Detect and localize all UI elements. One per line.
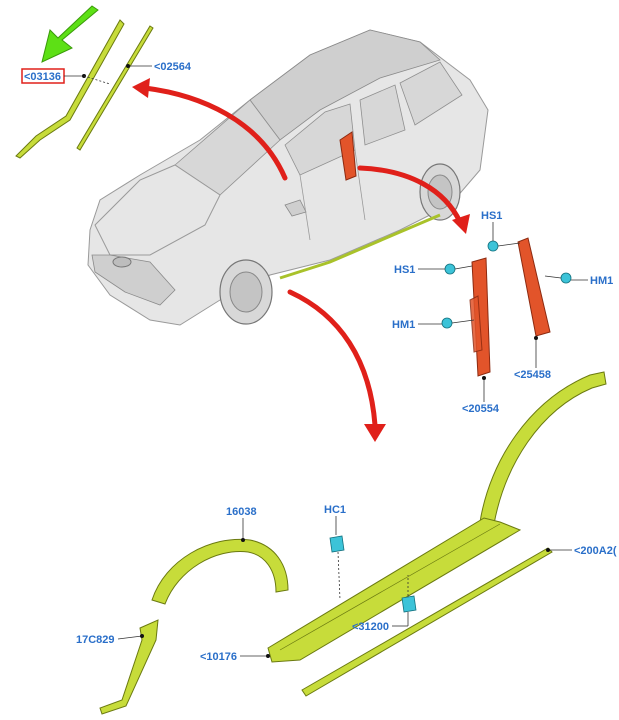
- car-sill-highlight: [279, 213, 441, 280]
- callout-16038: 16038: [226, 506, 257, 518]
- callout-25458: <25458: [514, 369, 551, 381]
- callout-17c829: 17C829: [76, 634, 115, 646]
- callout-02564: <02564: [154, 61, 192, 73]
- clip-hs1-left: [444, 263, 456, 275]
- flow-arrow-to-pillars: [357, 165, 470, 234]
- fender-extension-17c829: [99, 619, 159, 715]
- clip-hm1-right: [560, 272, 572, 284]
- clip-hs1-top: [487, 240, 499, 252]
- rear-wheel-arch-moulding: [479, 371, 607, 525]
- pillar-applique-20554: [469, 257, 491, 377]
- callout-03136: <03136: [24, 71, 61, 83]
- car-illustration: [87, 29, 489, 326]
- sill-strip-200a2: [301, 547, 553, 697]
- callout-hs1-top: HS1: [481, 210, 502, 222]
- clip-hc1: [329, 535, 345, 553]
- callout-20554: <20554: [462, 403, 500, 415]
- callout-hm1-left: HM1: [392, 319, 415, 331]
- callout-hs1-left: HS1: [394, 264, 415, 276]
- callout-hc1: HC1: [324, 504, 346, 516]
- callout-31200: <31200: [352, 621, 389, 633]
- windshield-moulding-03136: [15, 19, 125, 159]
- front-wheel-arch-moulding-16038: [151, 538, 289, 605]
- rocker-panel-moulding-10176: [267, 517, 522, 663]
- clip-hm1-left: [441, 317, 453, 329]
- callout-200a2: <200A2(: [574, 545, 617, 557]
- callout-hm1-right: HM1: [590, 275, 613, 287]
- green-pointer-arrow: [41, 5, 99, 63]
- car-pillar-highlight: [339, 131, 357, 181]
- windshield-moulding-02564: [76, 25, 154, 151]
- pillar-applique-25458: [517, 237, 551, 337]
- callout-10176: <10176: [200, 651, 237, 663]
- clip-31200: [401, 595, 417, 613]
- flow-arrow-to-sill: [287, 289, 386, 442]
- flow-arrow-to-windshield: [132, 78, 288, 181]
